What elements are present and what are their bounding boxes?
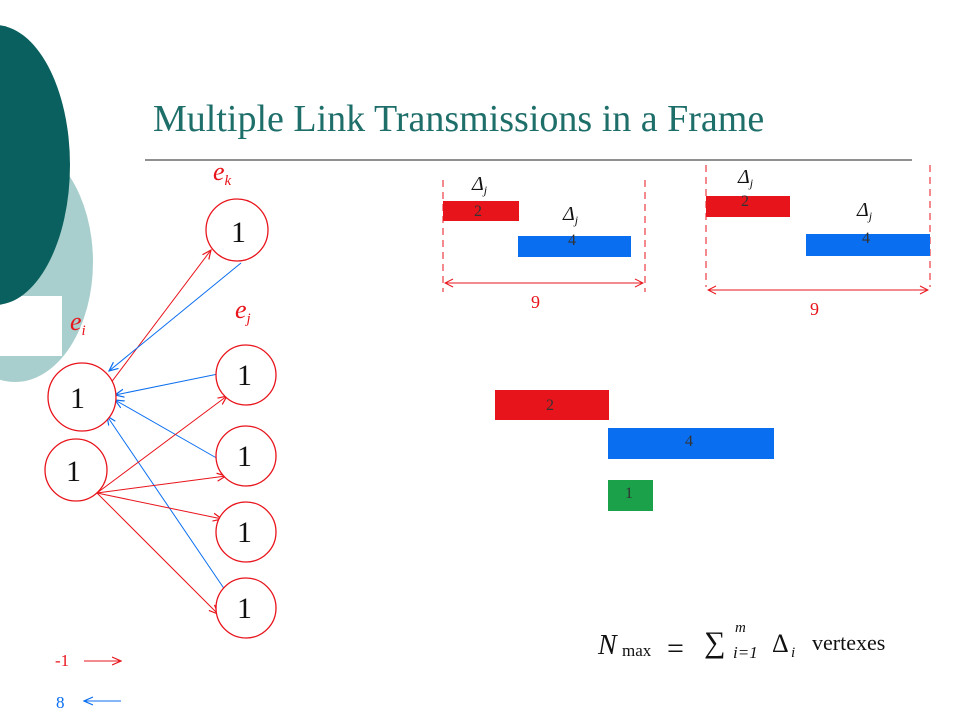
label-ej: ej	[235, 295, 251, 327]
frame-left-blue-bar	[518, 236, 631, 257]
edge-ej-to-ek	[109, 250, 211, 385]
legend: -1 8	[55, 651, 121, 712]
formula-eq: =	[667, 632, 684, 665]
stack-green-value: 1	[625, 485, 633, 502]
frame-left-blue-value: 4	[568, 232, 576, 249]
formula-sup: m	[735, 620, 746, 636]
legend-red-value: -1	[55, 651, 69, 670]
node-ei2: 1	[44, 438, 108, 502]
formula: N max = ∑ m i=1 Δ i vertexes	[597, 620, 885, 665]
node-ei-value: 1	[70, 382, 85, 415]
edge-ei2-to-ej3	[96, 492, 222, 519]
edge-ej2-to-ei	[115, 400, 221, 461]
stack-blue-value: 4	[685, 433, 693, 450]
frame-right-width-value: 9	[810, 299, 819, 319]
node-ej2: 1	[215, 425, 277, 487]
formula-sub: i=1	[733, 643, 758, 662]
edge-ej1-to-ei	[115, 373, 219, 395]
stack-blue-bar	[608, 428, 774, 459]
frame-left-red-bar	[443, 201, 519, 221]
decor-white-patch	[0, 296, 62, 356]
edge-ei2-to-ej4	[96, 492, 218, 614]
node-ej1-value: 1	[237, 359, 252, 392]
frame-right-delta-top: Δj	[737, 166, 754, 190]
node-ej2-value: 1	[237, 440, 252, 473]
label-ek: ek	[213, 157, 232, 189]
node-ek: 1	[205, 198, 269, 262]
formula-delta: Δ	[772, 629, 789, 658]
frame-right-blue-bar	[806, 234, 930, 256]
edge-ej4-to-ei	[107, 416, 226, 591]
node-ej4: 1	[215, 577, 277, 639]
node-ej3: 1	[215, 501, 277, 563]
frame-left: Δj 2 Δj 4 9	[442, 173, 646, 312]
stack-red-value: 2	[546, 397, 554, 414]
frame-right-red-value: 2	[741, 193, 749, 210]
stack-green-bar	[608, 480, 653, 511]
edge-ek-to-ei	[109, 262, 242, 371]
edge-ei2-to-ej1	[96, 396, 227, 494]
frame-right-delta-mid: Δj	[856, 199, 873, 223]
node-ek-value: 1	[231, 216, 246, 249]
formula-n-sub: max	[622, 641, 652, 660]
node-ej1: 1	[215, 344, 277, 406]
formula-sum: ∑	[704, 626, 725, 659]
slide-title: Multiple Link Transmissions in a Frame	[153, 98, 765, 140]
frame-right-blue-value: 4	[862, 230, 870, 247]
legend-blue-value: 8	[56, 693, 65, 712]
formula-suffix: vertexes	[812, 630, 885, 655]
formula-delta-sub: i	[791, 645, 795, 661]
label-ei: ei	[70, 307, 86, 339]
formula-n: N	[597, 630, 618, 661]
node-ei: 1	[47, 362, 117, 432]
node-ei2-value: 1	[66, 455, 81, 488]
stack: 2 4 1	[495, 390, 774, 511]
frame-left-width-value: 9	[531, 292, 540, 312]
frame-left-delta-top: Δj	[471, 173, 488, 197]
frame-left-delta-mid: Δj	[562, 203, 579, 227]
graph-edges	[96, 250, 242, 614]
stack-red-bar	[495, 390, 609, 420]
frame-right: Δj 2 Δj 4 9	[705, 165, 931, 319]
frame-left-red-value: 2	[474, 203, 482, 220]
edge-ei2-to-ej2	[96, 476, 226, 494]
node-ej3-value: 1	[237, 516, 252, 549]
node-ej4-value: 1	[237, 592, 252, 625]
frame-right-red-bar	[706, 196, 790, 217]
decor-dark-ellipse	[0, 25, 70, 305]
